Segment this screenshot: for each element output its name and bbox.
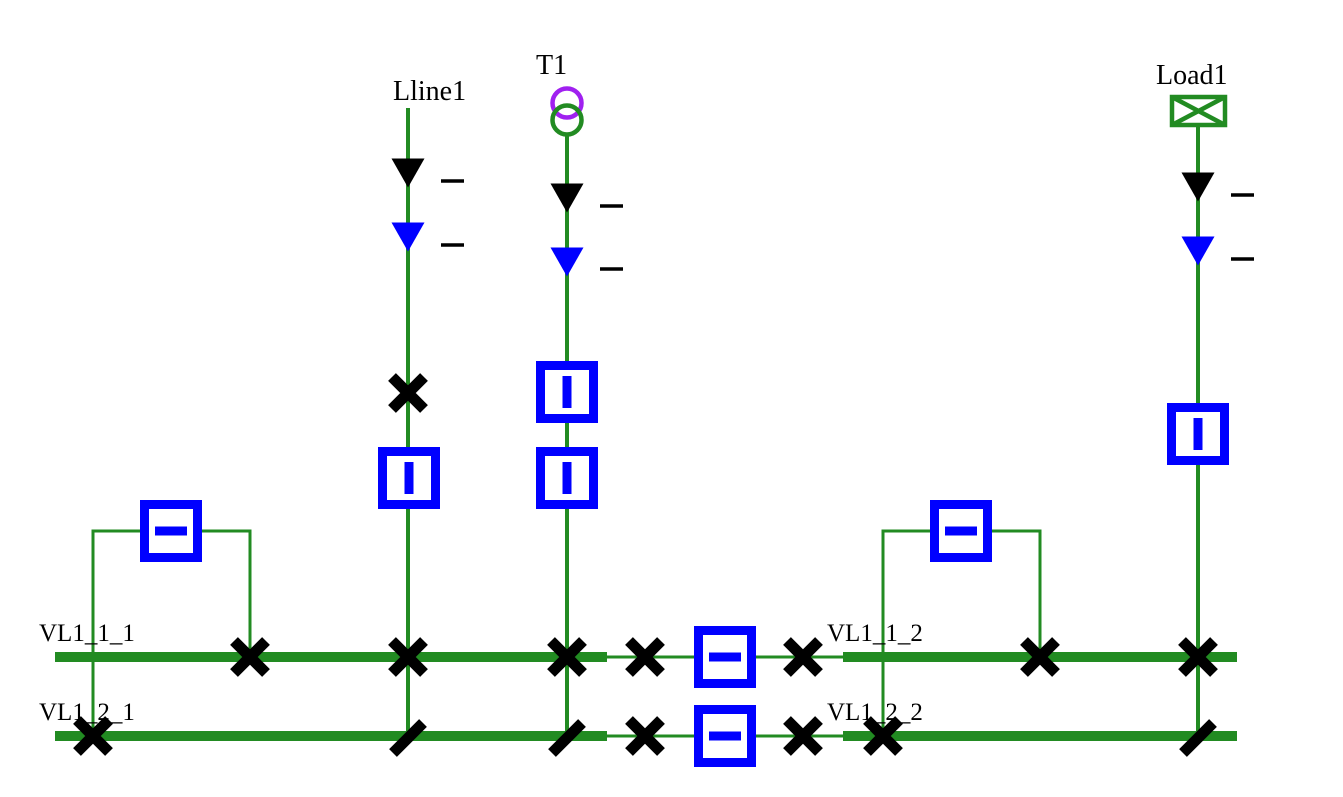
- load1-active-power-arrow-icon: [1181, 172, 1215, 202]
- load1-breaker-closed-icon[interactable]: [1172, 408, 1225, 461]
- load1-label: Load1: [1156, 60, 1228, 91]
- busbar-label-vl1-1-2: VL1_1_2: [827, 620, 923, 647]
- lline1-active-power-arrow-icon: [391, 158, 425, 188]
- busbar-label-vl1-2-1: VL1_2_1: [39, 699, 135, 726]
- left-coupler-breaker-open-icon[interactable]: [145, 505, 198, 558]
- section-coupler-bus2-breaker-open-icon[interactable]: [699, 710, 752, 763]
- load1-reactive-power-arrow-icon: [1181, 236, 1215, 266]
- busbar-label-vl1-1-1: VL1_1_1: [39, 620, 135, 647]
- lline1-reactive-power-arrow-icon: [391, 222, 425, 252]
- busbar-label-vl1-2-2: VL1_2_2: [827, 699, 923, 726]
- t1-active-power-arrow-icon: [550, 183, 584, 213]
- right-coupler-breaker-open-icon[interactable]: [935, 505, 988, 558]
- transformer-icon: [550, 86, 584, 137]
- t1-breaker1-closed-icon[interactable]: [541, 366, 594, 419]
- lline1-breaker-closed-icon[interactable]: [383, 452, 436, 505]
- lline1-label: Lline1: [393, 76, 466, 107]
- t1-reactive-power-arrow-icon: [550, 247, 584, 277]
- t1-breaker2-closed-icon[interactable]: [541, 452, 594, 505]
- load-icon: [1169, 94, 1228, 128]
- t1-label: T1: [536, 50, 567, 81]
- section-coupler-bus1-breaker-open-icon[interactable]: [699, 631, 752, 684]
